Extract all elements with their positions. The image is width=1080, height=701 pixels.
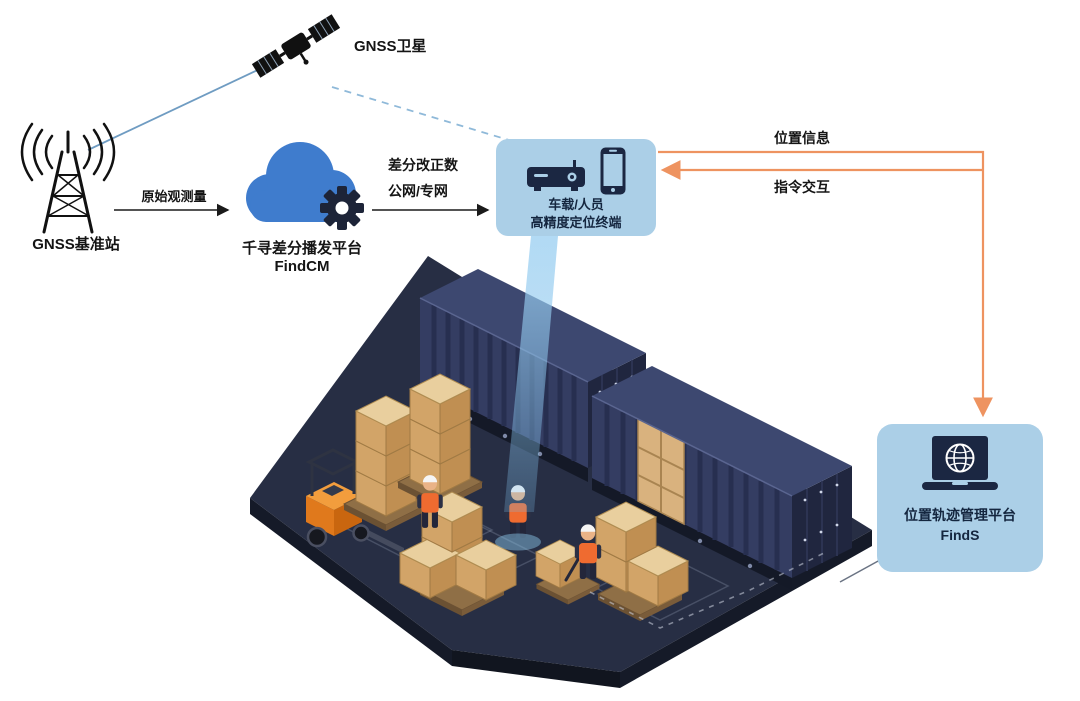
satellite-icon (251, 14, 341, 78)
downlink-satellite-to-terminal (331, 86, 513, 142)
platform-pointer-line (839, 559, 881, 583)
management-platform-panel: 位置轨迹管理平台 FindS (877, 424, 1043, 572)
corrections-label-line2: 公网/专网 (388, 183, 448, 199)
positioning-beam (495, 236, 558, 551)
smartphone-icon (600, 147, 626, 195)
terminal-panel: 车载/人员 高精度定位终端 (496, 139, 656, 236)
container-icon-right (591, 366, 852, 590)
gear-icon (320, 186, 364, 230)
warehouse-scene (250, 256, 881, 688)
globe-icon (945, 443, 975, 473)
base-station-label: GNSS基准站 (32, 236, 120, 253)
open-door-boxes (637, 417, 685, 526)
terminal-label-line1: 车载/人员 (548, 197, 604, 212)
platform-label-product: FindS (940, 527, 980, 543)
satellite-label: GNSS卫星 (354, 38, 427, 55)
radio-tower-icon (20, 122, 116, 234)
position-info-arrow (658, 150, 993, 418)
vehicle-terminal-icon (527, 160, 585, 191)
corrections-label-line1: 差分改正数 (388, 157, 458, 173)
position-info-label: 位置信息 (774, 130, 830, 146)
raw-observation-label: 原始观测量 (141, 189, 207, 204)
pallet-jack-icon (535, 539, 600, 605)
laptop-globe-icon (922, 436, 998, 490)
platform-label-name: 位置轨迹管理平台 (904, 507, 1016, 523)
cloud-platform-product: FindCM (274, 258, 330, 275)
cloud-platform-name: 千寻差分播发平台 (241, 240, 362, 257)
terminal-devices (496, 145, 656, 195)
command-interaction-label: 指令交互 (774, 179, 830, 195)
uplink-base-to-satellite (87, 66, 265, 151)
terminal-label-line2: 高精度定位终端 (530, 215, 622, 230)
